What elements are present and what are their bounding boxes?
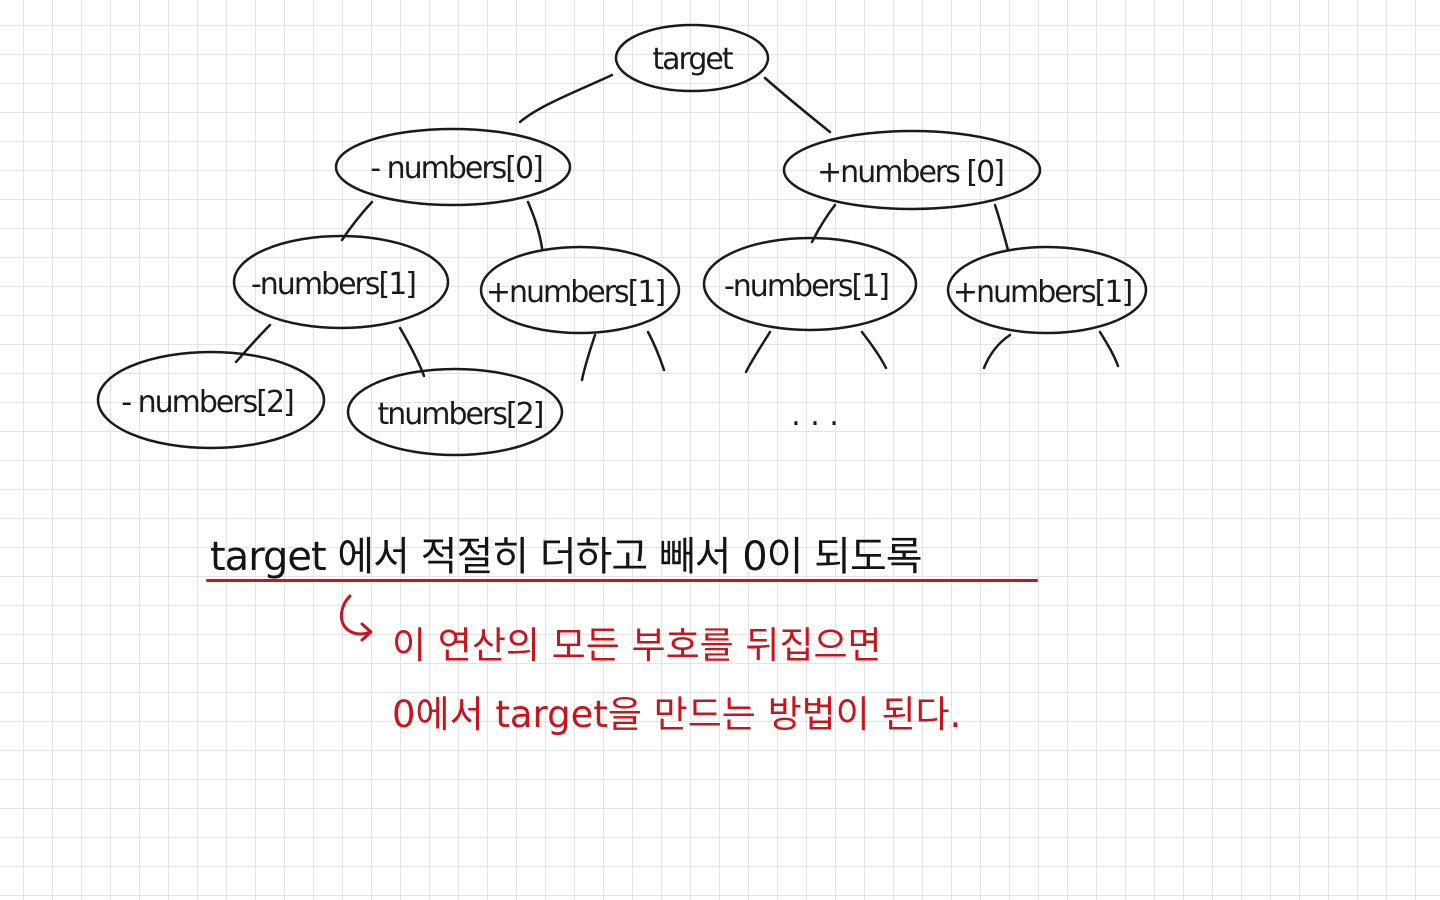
node-label-l2-minus-b: -numbers[1] bbox=[724, 269, 888, 304]
tree-node-l2-plus-b: +numbers[1] bbox=[946, 245, 1148, 335]
node-label-l1-minus: - numbers[0] bbox=[370, 151, 542, 186]
node-label-root: target bbox=[652, 42, 733, 77]
note-line-1: 이 연산의 모든 부호를 뒤집으면 bbox=[392, 624, 882, 667]
red-underline bbox=[206, 579, 1038, 582]
edge-l2b-left-stub bbox=[580, 333, 597, 382]
edge-l2b-right-stub bbox=[646, 330, 666, 372]
node-label-l3-plus: tnumbers[2] bbox=[378, 397, 543, 432]
edge-l2a-right bbox=[398, 326, 426, 378]
continuation-dots: . . . bbox=[791, 398, 839, 433]
edge-l2c-left-stub bbox=[744, 330, 772, 374]
node-label-l1-plus: +numbers [0] bbox=[817, 155, 1003, 190]
tree-node-l3-minus: - numbers[2] bbox=[96, 350, 326, 450]
tree-node-l2-minus-a: -numbers[1] bbox=[232, 234, 450, 330]
edge-l1left-right bbox=[526, 200, 544, 250]
node-label-l2-plus-a: +numbers[1] bbox=[486, 275, 665, 310]
edge-l1right-right bbox=[993, 203, 1010, 252]
edge-l2d-right-stub bbox=[1098, 330, 1120, 368]
note-line-2: 0에서 target을 만드는 방법이 된다. bbox=[392, 693, 962, 736]
node-label-l2-plus-b: +numbers[1] bbox=[953, 275, 1132, 310]
curved-arrow-icon bbox=[340, 594, 373, 642]
edge-l2a-left bbox=[234, 323, 272, 364]
edge-l1left-left bbox=[340, 200, 374, 242]
node-label-l2-minus-a: -numbers[1] bbox=[251, 267, 415, 302]
edge-root-left bbox=[518, 73, 614, 124]
tree-node-l2-minus-b: -numbers[1] bbox=[702, 236, 918, 332]
tree-node-l2-plus-a: +numbers[1] bbox=[479, 245, 681, 335]
node-label-l3-minus: - numbers[2] bbox=[121, 385, 293, 420]
tree-node-root: target bbox=[614, 23, 770, 93]
tree-node-l1-plus: +numbers [0] bbox=[782, 129, 1042, 211]
edge-root-right bbox=[763, 76, 832, 134]
edge-l2c-right-stub bbox=[860, 330, 888, 370]
main-note: target 에서 적절히 더하고 빼서 0이 되도록 bbox=[210, 534, 923, 580]
edge-l1right-left bbox=[810, 203, 837, 244]
tree-node-l3-plus: tnumbers[2] bbox=[346, 367, 564, 457]
edge-l2d-left-stub bbox=[982, 333, 1012, 370]
tree-node-l1-minus: - numbers[0] bbox=[334, 127, 572, 207]
